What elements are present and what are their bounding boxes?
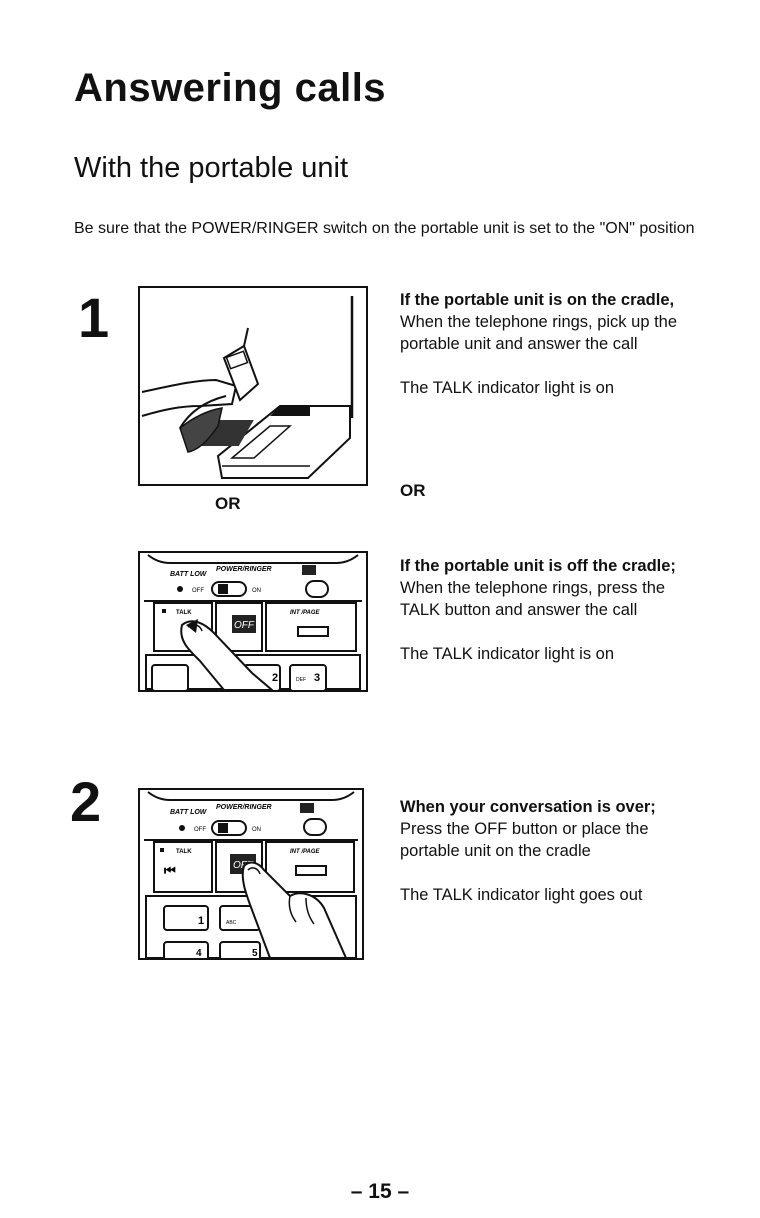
page-title: Answering calls [74, 66, 387, 110]
instruction-heading: If the portable unit is on the cradle, [400, 291, 675, 309]
intro-paragraph: Be sure that the POWER/RINGER switch on … [74, 220, 695, 237]
switch-on-label: ON [252, 588, 261, 594]
instruction-body: Press the OFF button or place the portab… [400, 820, 649, 860]
instruction-on-cradle: If the portable unit is on the cradle, W… [400, 289, 700, 399]
off-button-label: OFF [234, 620, 255, 631]
switch-on-label: ON [252, 827, 261, 833]
instruction-heading: If the portable unit is off the cradle; [400, 557, 676, 575]
instruction-conversation-over: When your conversation is over; Press th… [400, 796, 700, 906]
instruction-body: When the telephone rings, press the TALK… [400, 579, 666, 619]
switch-off-label: OFF [192, 588, 204, 594]
figure-talk-button: BATT LOW POWER/RINGER OFF ON TALK INT /P… [138, 551, 368, 692]
figure-off-button: BATT LOW POWER/RINGER OFF ON TALK ⏮ INT … [138, 788, 364, 960]
figure-or-label: OR [215, 494, 241, 513]
handset-lift-illustration [141, 296, 354, 479]
page-number: – 15 – [350, 1180, 410, 1203]
step-number-2: 2 [70, 770, 102, 833]
int-page-label: INT /PAGE [290, 610, 321, 616]
key-1-label: 1 [198, 915, 204, 927]
instruction-heading: When your conversation is over; [400, 798, 656, 816]
power-ringer-label: POWER/RINGER [216, 566, 272, 573]
indicator-note: The TALK indicator light goes out [400, 886, 643, 904]
figure-handset-on-cradle [138, 286, 368, 486]
key-4-label: 4 [196, 948, 202, 958]
instruction-or-separator: OR [400, 481, 426, 500]
instruction-off-cradle: If the portable unit is off the cradle; … [400, 555, 700, 665]
section-subtitle: With the portable unit [74, 152, 349, 184]
indicator-note: The TALK indicator light is on [400, 645, 615, 663]
batt-low-label: BATT LOW [170, 809, 208, 816]
keypad-talk-illustration: BATT LOW POWER/RINGER OFF ON TALK INT /P… [144, 554, 362, 690]
talk-label: TALK [176, 849, 192, 855]
key-3-label: 3 [314, 672, 320, 684]
power-ringer-label: POWER/RINGER [216, 804, 272, 811]
talk-label: TALK [176, 610, 192, 616]
indicator-note: The TALK indicator light is on [400, 379, 615, 397]
switch-off-label: OFF [194, 827, 206, 833]
keypad-off-illustration: BATT LOW POWER/RINGER OFF ON TALK ⏮ INT … [144, 791, 358, 958]
instruction-body: When the telephone rings, pick up the po… [400, 313, 678, 353]
key-5-label: 5 [252, 948, 258, 958]
talk-icon: ⏮ [164, 864, 176, 879]
key-def-label: DEF [296, 677, 306, 683]
batt-low-label: BATT LOW [170, 571, 208, 578]
int-page-label: INT /PAGE [290, 849, 321, 855]
key-2-label: 2 [272, 672, 278, 684]
step-number-1: 1 [78, 286, 110, 349]
key-abc-label: ABC [226, 920, 237, 926]
